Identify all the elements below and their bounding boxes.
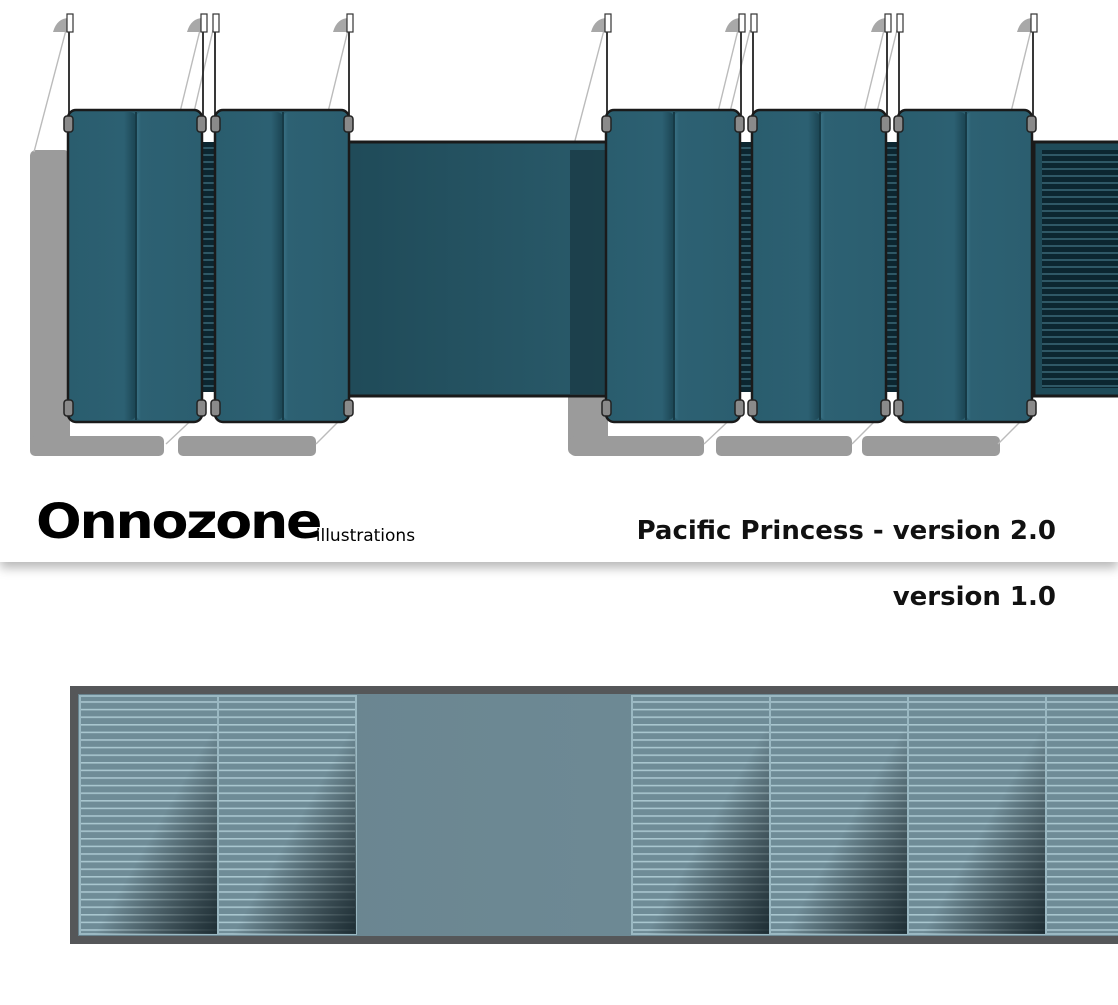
v1-grille-left xyxy=(79,695,357,935)
pacific-princess-v2-illustration xyxy=(30,13,1118,456)
vent-grille-icon xyxy=(1032,140,1118,398)
ceiling-hook-icon xyxy=(53,13,1038,33)
onnozone-brand: Onnozone illustrations xyxy=(36,498,415,546)
title-version-1: version 1.0 xyxy=(892,582,1056,612)
panel-1 xyxy=(66,108,204,424)
pacific-princess-v1-illustration xyxy=(70,686,1118,944)
panel-5 xyxy=(896,108,1034,424)
brand-subtitle: illustrations xyxy=(315,526,416,546)
panel-3 xyxy=(604,108,742,424)
hanging-panel-icon xyxy=(66,108,1034,424)
v1-grille-right xyxy=(631,695,1118,935)
panel-2 xyxy=(213,108,351,424)
illustration-v2-panel: Onnozone illustrations Pacific Princess … xyxy=(30,13,1118,546)
mounting-clips xyxy=(63,115,1037,417)
title-version-2: Pacific Princess - version 2.0 xyxy=(636,516,1056,546)
panel-4 xyxy=(750,108,888,424)
brand-logo: Onnozone xyxy=(36,494,322,550)
connector-duct xyxy=(338,140,618,398)
hanger-rods xyxy=(68,30,1034,120)
